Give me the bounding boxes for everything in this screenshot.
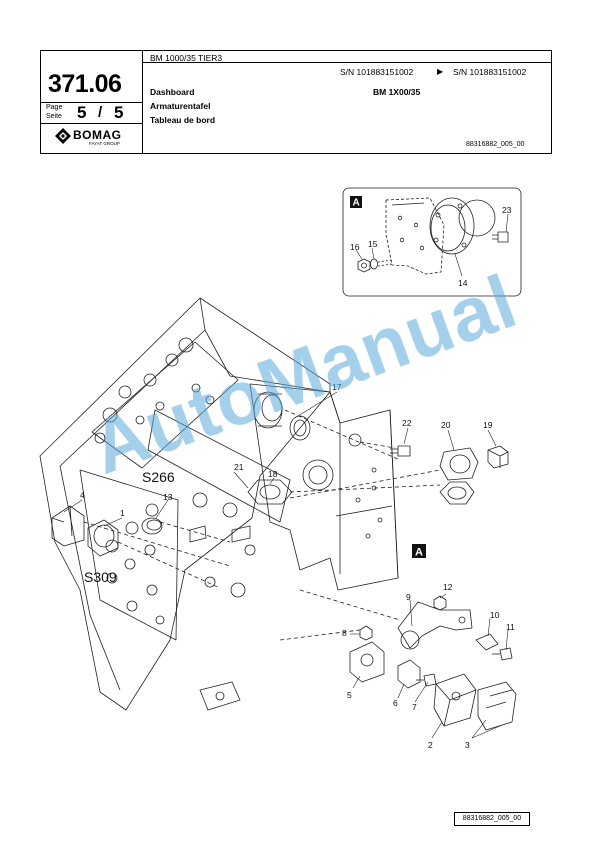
page-label-en: Seite <box>46 113 62 120</box>
callout-10: 10 <box>490 610 500 620</box>
detail-a-label: A <box>353 198 360 209</box>
callout-19: 19 <box>483 420 493 430</box>
detail-a-frame <box>342 187 522 297</box>
callout-4: 4 <box>80 490 85 500</box>
callout-17: 17 <box>332 382 342 392</box>
designation-s309: S309 <box>84 569 117 585</box>
callout-7: 7 <box>412 702 417 712</box>
detail-a-badge <box>350 196 362 208</box>
callout-1: 1 <box>120 508 125 518</box>
callout-22: 22 <box>402 418 412 428</box>
callout-16: 16 <box>350 242 360 252</box>
callout-3: 3 <box>465 740 470 750</box>
variant-text: BM 1X00/35 <box>373 87 421 97</box>
detail-a-ref-badge <box>412 544 426 558</box>
callout-8: 8 <box>342 628 347 638</box>
callout-6: 6 <box>393 698 398 708</box>
page-label-de: Page <box>46 104 63 111</box>
header-drawing-number: 88316882_005_00 <box>466 141 525 148</box>
group-number: 371.06 <box>48 70 122 98</box>
callout-15: 15 <box>368 239 378 249</box>
title-en: Dashboard <box>150 87 195 97</box>
brand-subtitle: FAYAT GROUP <box>89 141 120 146</box>
header-top-rule <box>40 50 552 51</box>
serial-to: S/N 101883151002 <box>453 67 527 77</box>
callout-2: 2 <box>428 740 433 750</box>
callout-21: 21 <box>234 462 244 472</box>
header-number-rule <box>40 102 142 103</box>
page-current: 5 <box>77 103 87 122</box>
page-total: 5 <box>114 103 124 122</box>
title-fr: Tableau de bord <box>150 115 216 125</box>
header-model-rule <box>142 62 552 63</box>
header-right-rule <box>551 50 552 154</box>
header-left-rule <box>40 50 41 154</box>
callout-18: 18 <box>268 469 278 479</box>
callout-20: 20 <box>441 420 451 430</box>
bomag-logo-icon <box>54 127 72 145</box>
serial-from: S/N 101883151002 <box>340 67 414 77</box>
callout-11: 11 <box>506 622 515 632</box>
header-bottom-rule <box>40 153 552 154</box>
callout-12: 12 <box>443 582 453 592</box>
title-de: Armaturentafel <box>150 101 211 111</box>
callout-14: 14 <box>458 278 468 288</box>
brand-name: BOMAG <box>73 128 122 142</box>
detail-a-ref-label: A <box>415 547 423 559</box>
callout-13: 13 <box>163 492 173 502</box>
header-page-rule <box>40 123 142 124</box>
serial-arrow-icon: ▶ <box>437 67 444 76</box>
designation-s266: S266 <box>142 469 175 485</box>
callout-23: 23 <box>502 205 512 215</box>
header-divider-rule <box>142 50 143 154</box>
footer-drawing-ref: 88316882_005_00 <box>454 812 530 826</box>
exploded-view-drawing: A A 1 2 3 4 5 6 7 8 9 10 11 12 13 14 15 … <box>39 187 522 750</box>
callout-5: 5 <box>347 690 352 700</box>
callout-9: 9 <box>406 592 411 602</box>
page-separator: / <box>98 104 103 121</box>
model-text: BM 1000/35 TIER3 <box>150 53 223 63</box>
